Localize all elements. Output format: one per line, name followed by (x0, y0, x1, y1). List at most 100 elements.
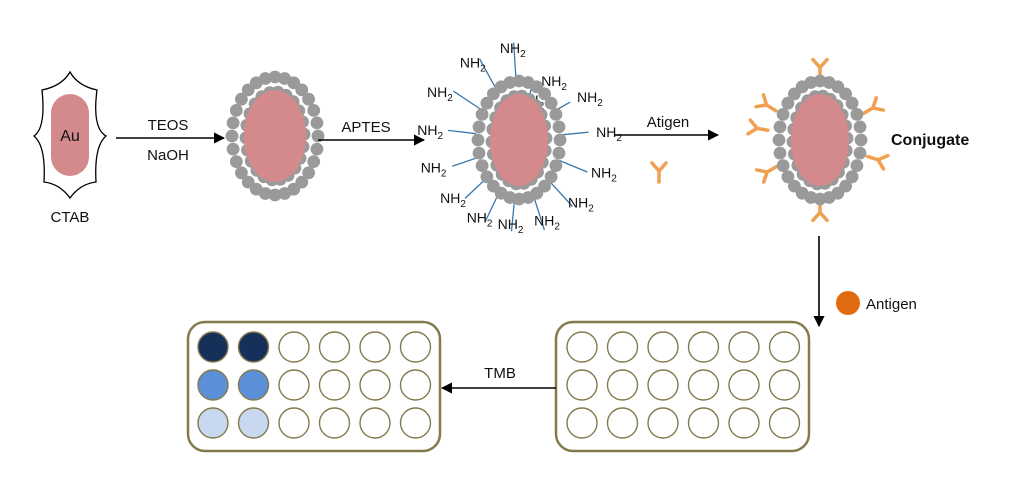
silica-bead (850, 159, 864, 173)
silica-bead (268, 70, 282, 84)
silica-bead (302, 92, 315, 106)
antibody-icon (746, 118, 771, 139)
antibody-icon (650, 161, 668, 184)
silica-bead (235, 92, 248, 106)
amine-linker (513, 42, 517, 81)
well-empty (728, 407, 760, 439)
amine-label: NH2 (500, 40, 526, 60)
well-empty (647, 407, 679, 439)
silica-bead (845, 96, 859, 110)
well-empty (278, 331, 310, 363)
arrow-atigen: Atigen (614, 114, 720, 184)
silica-bead (229, 104, 243, 117)
result-plate (186, 320, 442, 453)
amine-label: NH2 (440, 190, 466, 210)
amine-linker (452, 90, 483, 111)
amine-label: NH2 (498, 216, 524, 236)
silica-bead (226, 116, 240, 130)
teos-label: TEOS (148, 117, 189, 134)
well-empty (359, 369, 391, 401)
arrow-antigen: Antigen (813, 236, 917, 328)
antibody-icon (754, 158, 782, 184)
assay-plate (554, 320, 811, 453)
silica-bead (549, 159, 563, 173)
silica-bead (229, 155, 243, 169)
well-empty (399, 331, 432, 363)
silica-bead (295, 83, 309, 97)
amine-linker (452, 156, 479, 167)
silica-particle-core (244, 90, 306, 182)
well-empty (359, 407, 391, 439)
silica-bead (544, 170, 558, 184)
silica-bead (225, 129, 239, 143)
antibody-icon (754, 93, 782, 119)
silica-bead (854, 133, 868, 147)
well-empty (566, 331, 598, 363)
amine-label: NH2 (417, 122, 443, 142)
silica-bead (472, 120, 486, 134)
silica-bead (235, 166, 248, 180)
well-empty (278, 369, 310, 401)
well-empty (399, 407, 432, 439)
amine-linker (533, 196, 546, 231)
silica-bead (781, 170, 795, 184)
silica-bead (850, 108, 864, 121)
well-medium (237, 369, 270, 401)
aptes-label: APTES (341, 119, 390, 136)
au-core (51, 94, 89, 176)
well-empty (566, 369, 598, 401)
amine-label: NH2 (467, 210, 493, 230)
silica-bead (773, 120, 787, 134)
silica-coated-particle (225, 70, 325, 202)
silica-bead (472, 146, 486, 160)
well-empty (278, 407, 310, 439)
well-empty (318, 407, 351, 439)
antigen-icon (836, 291, 860, 315)
naoh-label: NaOH (147, 147, 189, 164)
silica-bead (475, 108, 489, 121)
amine-functionalized-particle: NH2NH2NH2NH2NH2NH2NH2NH2NH2NH2NH2NH2NH2N… (417, 40, 622, 236)
well-empty (768, 331, 801, 363)
arrow-tmb: TMB (440, 365, 556, 394)
well-empty (647, 369, 679, 401)
well-medium (197, 369, 229, 401)
silica-bead (788, 179, 801, 193)
ctab-label: CTAB (51, 209, 90, 226)
silica-bead (544, 96, 558, 110)
silica-bead (538, 87, 551, 101)
silica-bead (480, 170, 494, 184)
amine-linker (559, 159, 588, 173)
silica-bead (471, 133, 485, 147)
amine-label: NH2 (427, 84, 453, 104)
arrow-aptes: APTES (318, 119, 426, 146)
amine-particle-core (490, 94, 548, 186)
silica-bead (487, 179, 500, 193)
well-empty (687, 331, 720, 363)
silica-bead (776, 159, 790, 173)
well-empty (606, 369, 639, 401)
well-empty (687, 369, 720, 401)
silica-bead (480, 96, 494, 110)
silica-bead (549, 108, 563, 121)
amine-linker (464, 178, 487, 199)
conjugate-label: Conjugate (891, 132, 969, 149)
silica-bead (773, 146, 787, 160)
antigen-label: Antigen (866, 296, 917, 313)
amine-linker (561, 131, 589, 136)
silica-bead (839, 87, 852, 101)
silica-bead (226, 142, 240, 156)
well-empty (399, 369, 432, 401)
well-dark (237, 331, 270, 363)
well-empty (647, 331, 679, 363)
silica-bead (278, 187, 291, 200)
tmb-label: TMB (484, 365, 516, 382)
silica-bead (310, 142, 324, 156)
silica-bead (307, 155, 321, 169)
well-dark (197, 331, 229, 363)
amine-linker (484, 192, 500, 222)
silica-bead (853, 120, 867, 134)
silica-bead (853, 146, 867, 160)
atigen-label: Atigen (647, 114, 690, 131)
well-empty (606, 331, 639, 363)
